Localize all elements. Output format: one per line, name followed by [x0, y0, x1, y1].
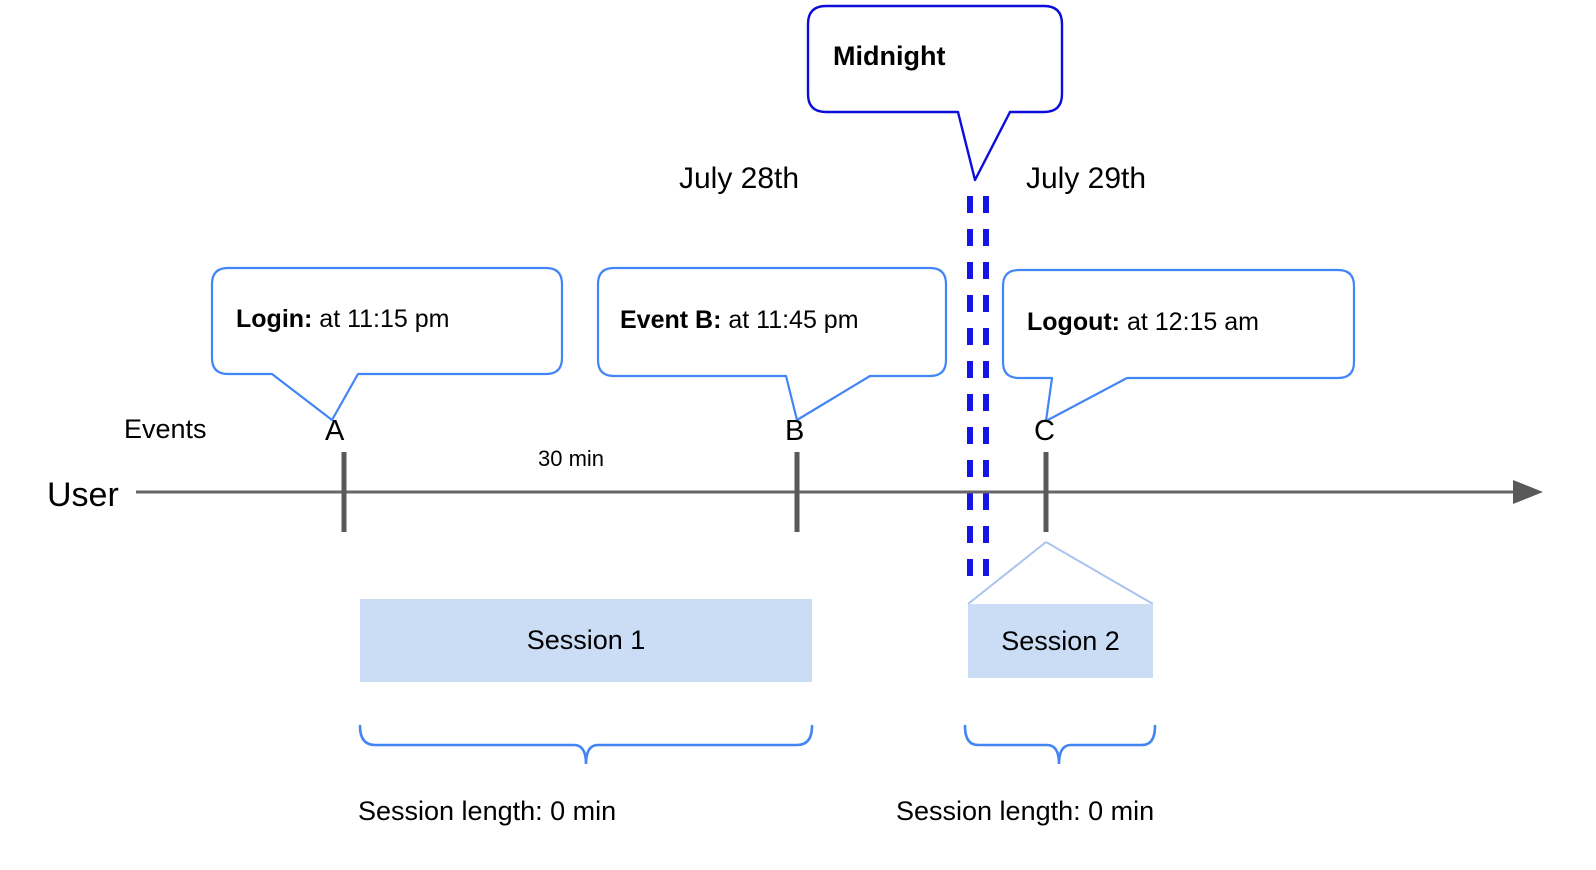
session-length-label-1: Session length: 0 min	[358, 796, 617, 826]
logout-callout-label-bold: Logout:	[1027, 308, 1121, 336]
eventb-callout-label: Event B: at 11:45 pm	[620, 306, 859, 335]
session-length-label-2: Session length: 0 min	[896, 796, 1155, 826]
day-label-july-28: July 28th	[679, 162, 800, 195]
login-callout-label-bold: Login:	[236, 305, 313, 333]
midnight-callout-shape	[806, 4, 1064, 182]
user-row-label: User	[47, 476, 119, 514]
session-bar-1: Session 1	[360, 599, 812, 682]
event-marker-c: C	[1034, 415, 1055, 447]
gap-duration-label: 30 min	[538, 446, 605, 471]
login-callout-label: Login: at 11:15 pm	[236, 305, 449, 334]
midnight-divider-dashed-lines	[967, 196, 989, 586]
day-label-july-29: July 29th	[1026, 162, 1147, 195]
event-marker-a: A	[325, 415, 345, 447]
session2-brace	[963, 724, 1157, 765]
midnight-callout-label: Midnight	[833, 41, 946, 71]
logout-callout-label-rest: at 12:15 am	[1120, 308, 1259, 336]
login-callout-shape	[210, 266, 564, 422]
session1-brace	[358, 724, 814, 765]
event-marker-b: B	[785, 415, 805, 447]
session2-connector-lines	[967, 541, 1154, 605]
eventb-callout-label-rest: at 11:45 pm	[721, 306, 859, 334]
logout-callout-shape	[1001, 268, 1356, 423]
logout-callout-label: Logout: at 12:15 am	[1027, 308, 1259, 337]
eventb-callout-label-bold: Event B:	[620, 306, 722, 334]
eventb-callout-shape	[596, 266, 948, 422]
session-bar-2: Session 2	[968, 604, 1153, 678]
login-callout-label-rest: at 11:15 pm	[312, 305, 450, 333]
events-row-label: Events	[124, 414, 207, 444]
event-tick-marks	[341, 452, 1049, 532]
